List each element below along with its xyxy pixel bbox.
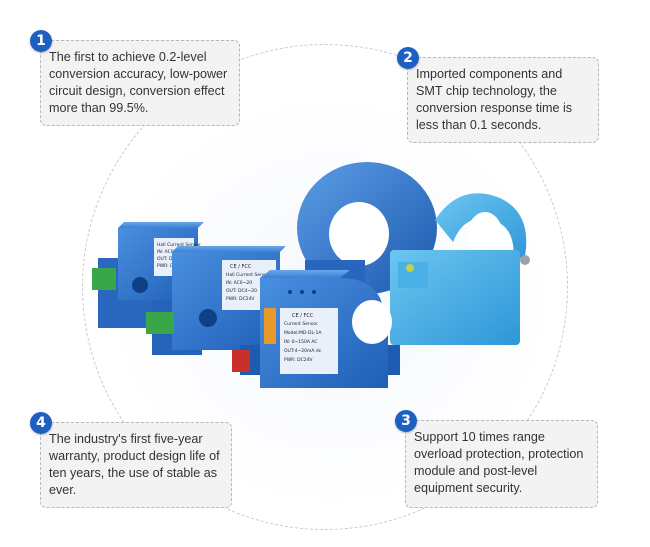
sensor-c-line4: IN: 0~150A AC (284, 339, 318, 345)
badge-number-1: 1 (30, 30, 52, 52)
feature-box-3: Support 10 times range overload protecti… (405, 420, 598, 508)
sensor-b-line4: OUT: DC4~20 (226, 288, 257, 294)
hall-sensor-b: CE / FCC Hall Current Sensor IN: AC0~20 … (146, 246, 286, 355)
decorative-dashed-circle (82, 44, 568, 530)
sensor-c-line6: PWR: DC24V (284, 357, 313, 363)
feature-text-3: Support 10 times range overload protecti… (414, 430, 584, 495)
sensor-b-line5: PWR: DC24V (226, 296, 255, 302)
sensor-a-line1: Hall Current Sensor (157, 242, 201, 248)
badge-number-4: 4 (30, 412, 52, 434)
sensor-b-line1: CE / FCC (230, 264, 252, 270)
sensor-b-line2: Hall Current Sensor (226, 272, 270, 278)
sensor-b-line3: IN: AC0~20 (226, 280, 252, 286)
feature-text-2: Imported components and SMT chip technol… (416, 67, 573, 132)
badge-number-3: 3 (395, 410, 417, 432)
current-sensor-products-image: Hall Current Sensor IN: AC0-20 OUT: DC4~… (92, 162, 530, 388)
sensor-c-line2: Current Sensor (284, 321, 318, 327)
sensor-a-line2: IN: AC0-20 (157, 249, 181, 255)
feature-text-4: The industry's first five-year warranty,… (49, 432, 220, 497)
split-core-sensor (390, 193, 530, 345)
current-sensor-c: CE / FCC Current Sensor Model:MD-DL-1A I… (232, 270, 400, 388)
feature-box-4: The industry's first five-year warranty,… (40, 422, 232, 508)
sensor-c-line1: CE / FCC (292, 313, 314, 319)
badge-number-2: 2 (397, 47, 419, 69)
sensor-a-line4: PWR: DC24V (157, 263, 186, 269)
feature-text-1: The first to achieve 0.2-level conversio… (49, 50, 228, 115)
feature-box-2: Imported components and SMT chip technol… (407, 57, 599, 143)
sensor-c-line5: OUT:4~20mA dc (284, 348, 322, 354)
feature-box-1: The first to achieve 0.2-level conversio… (40, 40, 240, 126)
sensor-c-line3: Model:MD-DL-1A (284, 330, 322, 336)
